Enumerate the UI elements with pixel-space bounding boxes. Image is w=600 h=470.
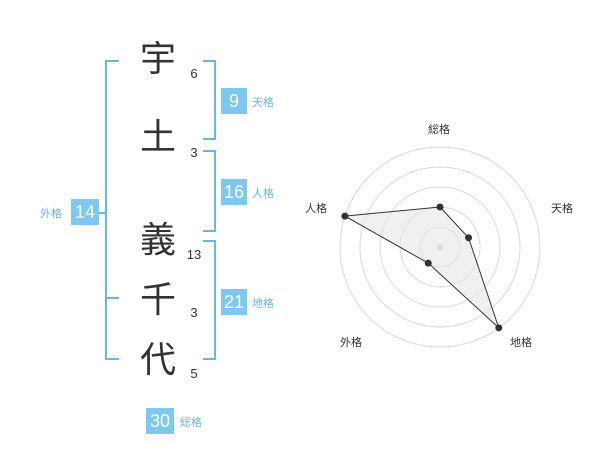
name-char-1: 宇 [139,39,176,80]
gai-bracket-tick [105,297,119,299]
radar-ring-4 [359,166,521,328]
radar-point-4 [341,212,349,220]
radar-point-2 [495,324,503,332]
name-char-4: 千 [139,280,176,321]
gai-bracket [105,60,119,360]
radar-point-3 [424,259,432,267]
stroke-count-4: 3 [190,305,198,320]
gai-connector [98,212,106,214]
radar-label-ten: 天格 [551,202,573,215]
name-char-3: 義 [139,220,176,261]
gai-value-box: 14 [71,199,99,225]
ten-bracket [203,60,216,140]
chi-label: 地格 [252,297,274,310]
radar-point-0 [436,203,444,211]
jin-value-box: 16 [221,179,247,205]
radar-ring-5 [339,146,541,348]
chi-bracket [203,240,216,360]
sou-value-box: 30 [146,408,174,434]
stroke-count-1: 6 [190,66,198,81]
radar-polygon [343,206,500,329]
gai-label: 外格 [40,207,62,220]
stroke-count-2: 3 [190,145,198,160]
sou-label: 総格 [180,416,202,429]
radar-label-chi: 地格 [510,336,532,349]
stroke-count-3: 13 [186,247,202,262]
radar-ring-3 [379,186,501,308]
ten-label: 天格 [252,96,274,109]
radar-label-jin: 人格 [305,202,327,215]
chi-value-box: 21 [221,289,247,315]
name-char-2: 土 [139,117,176,158]
radar-point-1 [465,234,473,242]
ten-value-box: 9 [221,88,247,114]
radar-chart [339,146,541,348]
radar-label-sou: 総格 [428,123,450,136]
radar-label-gai: 外格 [340,336,362,349]
stroke-count-5: 5 [190,366,198,381]
name-char-5: 代 [139,340,176,381]
jin-bracket [203,150,216,232]
jin-label: 人格 [252,187,274,200]
